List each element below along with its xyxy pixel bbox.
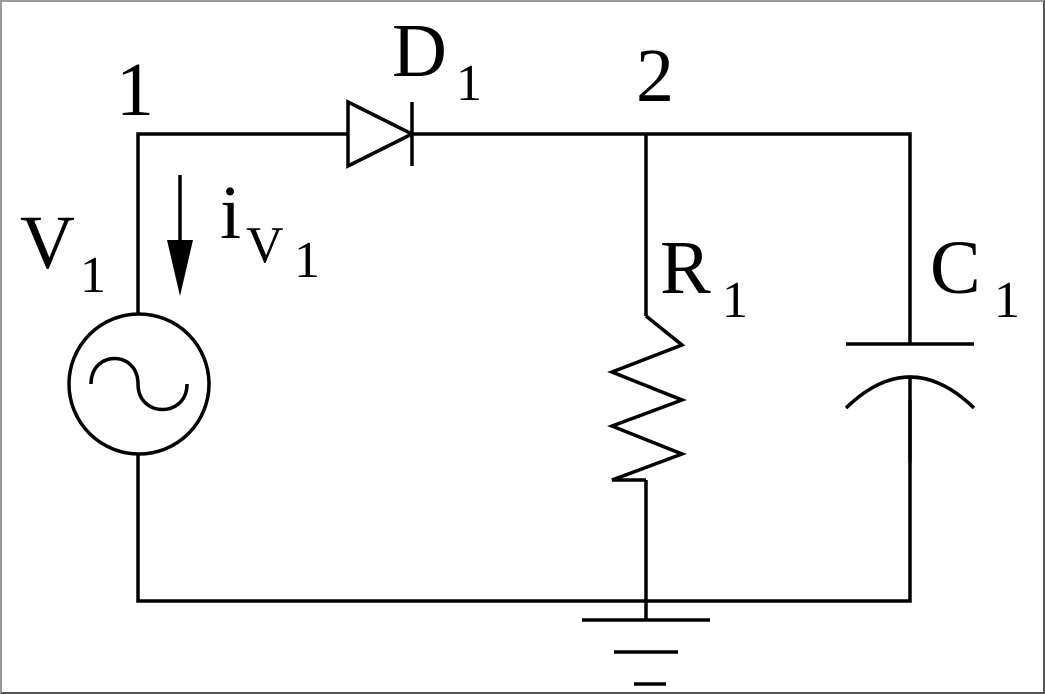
node-2-label: 2 [636, 34, 674, 118]
resistor-label: R [660, 226, 711, 310]
current-label-sub-index: 1 [294, 232, 320, 289]
diode-label: D [392, 9, 447, 93]
wire-bottom [136, 400, 912, 603]
current-label-sub: V [246, 217, 284, 274]
resistor-label-index: 1 [722, 272, 748, 329]
labels: 1 2 D 1 V 1 i V 1 R 1 C 1 [20, 9, 1020, 329]
diode-triangle [346, 99, 416, 169]
capacitor-label: C [930, 226, 981, 310]
current-label: i [220, 171, 241, 255]
node-1-label: 1 [116, 48, 154, 132]
resistor-zigzag [607, 314, 687, 482]
arrow-down-icon [167, 240, 193, 296]
diode-label-index: 1 [456, 55, 482, 112]
diode [346, 99, 416, 169]
wire-node2 [476, 132, 912, 344]
wires [136, 132, 912, 620]
source-label: V [20, 201, 75, 285]
ac-voltage-source [67, 312, 211, 456]
capacitor [844, 342, 976, 462]
source-label-index: 1 [80, 247, 106, 304]
current-arrow [167, 175, 193, 296]
wire-node1 [136, 132, 282, 258]
capacitor-label-index: 1 [994, 272, 1020, 329]
sine-wave-icon [89, 356, 189, 412]
source-circle [67, 312, 211, 456]
ground-icon [582, 618, 710, 686]
